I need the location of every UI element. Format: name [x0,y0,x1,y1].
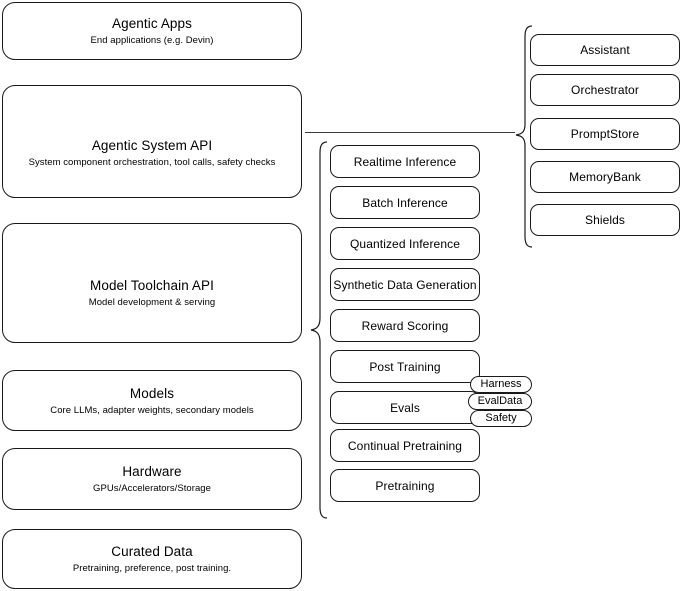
eval-badge-label: EvalData [477,395,523,407]
layer-subtitle: System component orchestration, tool cal… [28,156,276,168]
capability-label: Post Training [369,359,441,374]
component-assistant[interactable]: Assistant [530,34,680,66]
component-label: Shields [584,213,626,227]
capability-label: Synthetic Data Generation [333,277,477,292]
capability-label: Reward Scoring [361,318,449,333]
eval-badge-safety[interactable]: Safety [470,410,532,427]
component-label: Assistant [580,43,630,57]
layer-subtitle: Pretraining, preference, post training. [72,563,232,574]
bracket-system-components [515,25,533,248]
capability-label: Realtime Inference [353,154,457,169]
capability-reward-scoring[interactable]: Reward Scoring [330,309,480,342]
eval-badge-evaldata[interactable]: EvalData [468,393,532,410]
capability-synthetic-data-generation[interactable]: Synthetic Data Generation [330,268,480,301]
layer-title: Model Toolchain API [90,278,214,293]
layer-box-models[interactable]: Models Core LLMs, adapter weights, secon… [2,370,302,431]
capability-quantized-inference[interactable]: Quantized Inference [330,227,480,260]
capability-label: Continual Pretraining [347,438,463,453]
component-orchestrator[interactable]: Orchestrator [530,74,680,106]
layer-title: Curated Data [111,544,193,559]
capability-pretraining[interactable]: Pretraining [330,469,480,502]
connector-line-system-api-to-components [305,132,515,134]
bracket-toolchain-capabilities [310,141,328,519]
capability-post-training[interactable]: Post Training [330,350,480,383]
layer-box-curated-data[interactable]: Curated Data Pretraining, preference, po… [2,529,302,589]
eval-badge-harness[interactable]: Harness [470,376,532,393]
capability-evals[interactable]: Evals [330,391,480,424]
capability-batch-inference[interactable]: Batch Inference [330,186,480,219]
capability-label: Batch Inference [362,195,448,210]
eval-badge-label: Harness [480,378,522,390]
layer-title: Agentic Apps [111,16,192,31]
layer-subtitle: Model development & serving [88,297,216,308]
component-label: MemoryBank [569,170,641,184]
layer-subtitle: End applications (e.g. Devin) [90,35,214,46]
capability-realtime-inference[interactable]: Realtime Inference [330,145,480,178]
component-promptstore[interactable]: PromptStore [530,118,680,150]
layer-title: Models [129,385,175,401]
layer-subtitle: Core LLMs, adapter weights, secondary mo… [50,404,254,416]
layer-subtitle: GPUs/Accelerators/Storage [93,483,211,494]
layer-box-agentic-apps[interactable]: Agentic Apps End applications (e.g. Devi… [2,2,302,60]
layer-box-model-toolchain-api[interactable]: Model Toolchain API Model development & … [2,223,302,343]
capability-label: Quantized Inference [350,236,460,251]
capability-label: Pretraining [375,478,435,493]
capability-continual-pretraining[interactable]: Continual Pretraining [330,429,480,462]
layer-title: Hardware [122,464,182,479]
component-label: PromptStore [570,127,640,141]
component-label: Orchestrator [571,83,639,97]
layer-box-hardware[interactable]: Hardware GPUs/Accelerators/Storage [2,448,302,510]
layer-title: Agentic System API [91,137,213,153]
component-memorybank[interactable]: MemoryBank [530,161,680,193]
capability-label: Evals [390,400,420,415]
layer-box-agentic-system-api[interactable]: Agentic System API System component orch… [2,85,302,198]
component-shields[interactable]: Shields [530,204,680,236]
eval-badge-label: Safety [485,412,517,424]
